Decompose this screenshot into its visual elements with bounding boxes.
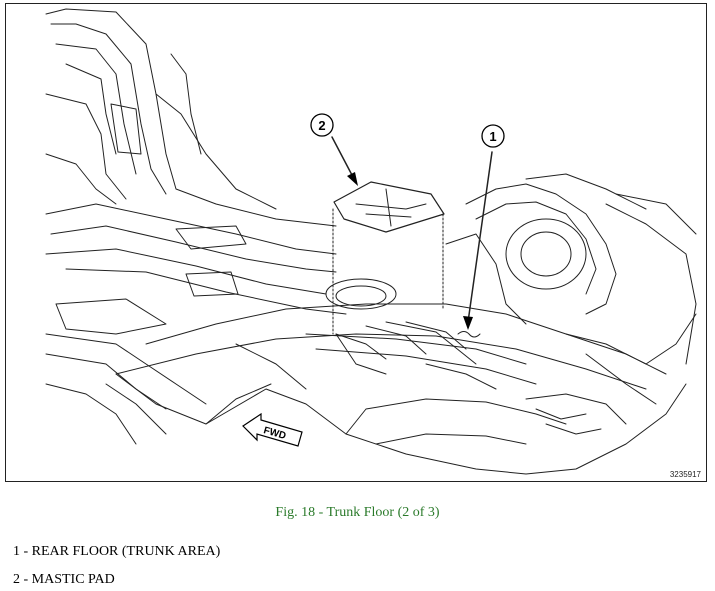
callout-2-label: 2 bbox=[318, 118, 325, 133]
figure-caption: Fig. 18 - Trunk Floor (2 of 3) bbox=[275, 505, 440, 520]
trunk-floor-illustration: 1 2 FWD 3235917 bbox=[45, 8, 702, 479]
image-code: 3235917 bbox=[670, 470, 702, 479]
callout-1-arrowhead bbox=[463, 316, 473, 330]
fwd-arrow: FWD bbox=[242, 412, 303, 447]
legend-item-rear-floor: 1 - REAR FLOOR (TRUNK AREA) bbox=[13, 544, 221, 559]
callout-1-label: 1 bbox=[489, 129, 496, 144]
callout-2: 2 bbox=[310, 113, 334, 137]
callout-1: 1 bbox=[481, 124, 505, 148]
callout-2-arrowhead bbox=[347, 172, 358, 186]
legend-item-mastic-pad: 2 - MASTIC PAD bbox=[13, 572, 115, 587]
figure-frame: 1 2 FWD 3235917 bbox=[5, 3, 707, 482]
